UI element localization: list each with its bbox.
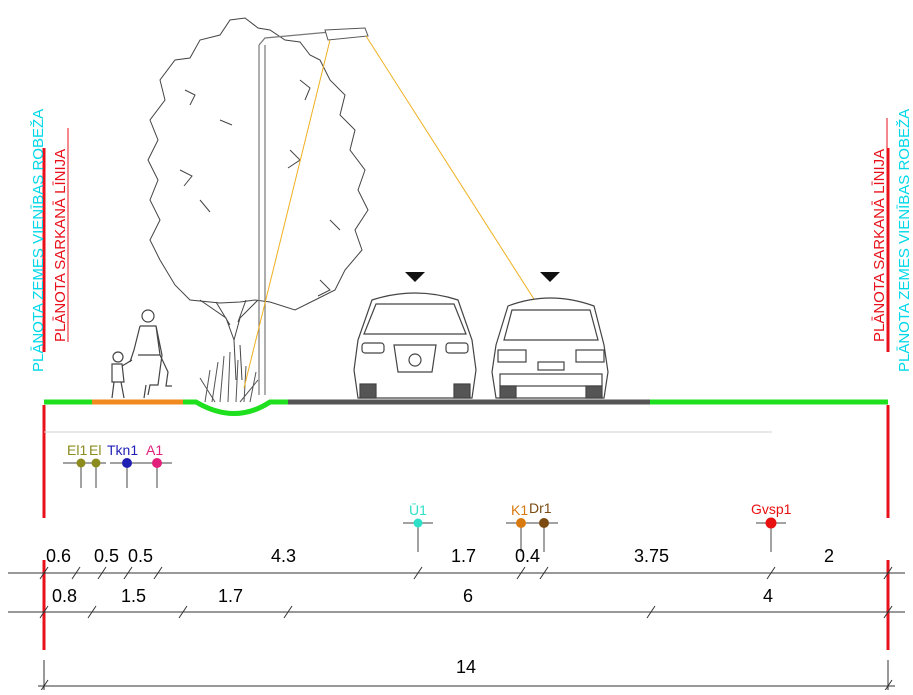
dim-label-3-75: 3.75 xyxy=(634,546,669,566)
dimension-row-1 xyxy=(8,566,905,580)
dim-label-4: 4 xyxy=(763,586,773,606)
car-front-icon xyxy=(353,292,477,399)
dim-label-1-7b: 1.7 xyxy=(218,586,243,606)
car-front-marker-icon xyxy=(405,272,425,282)
dim-label-0-5b: 0.5 xyxy=(128,546,153,566)
dim-label-0-6: 0.6 xyxy=(46,546,71,566)
light-ray-right xyxy=(365,35,556,333)
dim-label-4-3: 4.3 xyxy=(271,546,296,566)
utility-tkn1: Tkn1 xyxy=(107,442,144,488)
utility-k1: K1 xyxy=(506,502,534,552)
dim-label-1-7a: 1.7 xyxy=(451,546,476,566)
shrub-icon xyxy=(199,351,259,403)
utility-label-gvsp1: Gvsp1 xyxy=(751,501,792,517)
pedestrian-adult-icon xyxy=(129,309,172,399)
dim-label-0-5a: 0.5 xyxy=(94,546,119,566)
left-land-boundary-label: PLĀNOTA ZEMES VIENĪBAS ROBEŽA xyxy=(30,109,47,372)
utility-u1: Ū1 xyxy=(403,502,433,552)
dim-label-1-5: 1.5 xyxy=(121,586,146,606)
dim-label-0-8: 0.8 xyxy=(52,586,77,606)
utility-a1: A1 xyxy=(144,442,172,488)
tree-icon xyxy=(147,17,369,381)
utility-el1: El1 xyxy=(63,442,97,488)
dimension-row-2 xyxy=(8,605,905,619)
utility-label-a1: A1 xyxy=(146,442,163,458)
right-red-line-label: PLĀNOTA SARKANĀ LĪNIJA xyxy=(871,149,888,342)
utility-label-el1: El1 xyxy=(67,442,87,458)
left-red-line-label: PLĀNOTA SARKANĀ LĪNIJA xyxy=(52,149,69,342)
utility-gvsp1: Gvsp1 xyxy=(751,501,792,552)
utility-label-dr1: Dr1 xyxy=(529,500,552,516)
utility-label-tkn1: Tkn1 xyxy=(107,442,138,458)
car-rear-icon xyxy=(491,297,609,399)
light-ray-left xyxy=(243,39,331,389)
utility-dr1: Dr1 xyxy=(529,500,558,552)
dim-label-6: 6 xyxy=(463,586,473,606)
street-lamp-icon xyxy=(258,27,369,395)
dim-label-0-4: 0.4 xyxy=(515,546,540,566)
pedestrian-child-icon xyxy=(111,351,133,399)
dim-label-2: 2 xyxy=(824,546,834,566)
dim-label-total: 14 xyxy=(456,657,476,677)
utility-label-k1: K1 xyxy=(511,502,528,518)
car-rear-marker-icon xyxy=(540,272,560,282)
utility-el: El xyxy=(88,442,106,488)
green-strip-swale xyxy=(183,399,288,416)
utility-label-el: El xyxy=(89,442,101,458)
right-land-boundary-label: PLĀNOTA ZEMES VIENĪBAS ROBEŽA xyxy=(896,109,913,372)
utility-label-u1: Ū1 xyxy=(409,502,427,518)
